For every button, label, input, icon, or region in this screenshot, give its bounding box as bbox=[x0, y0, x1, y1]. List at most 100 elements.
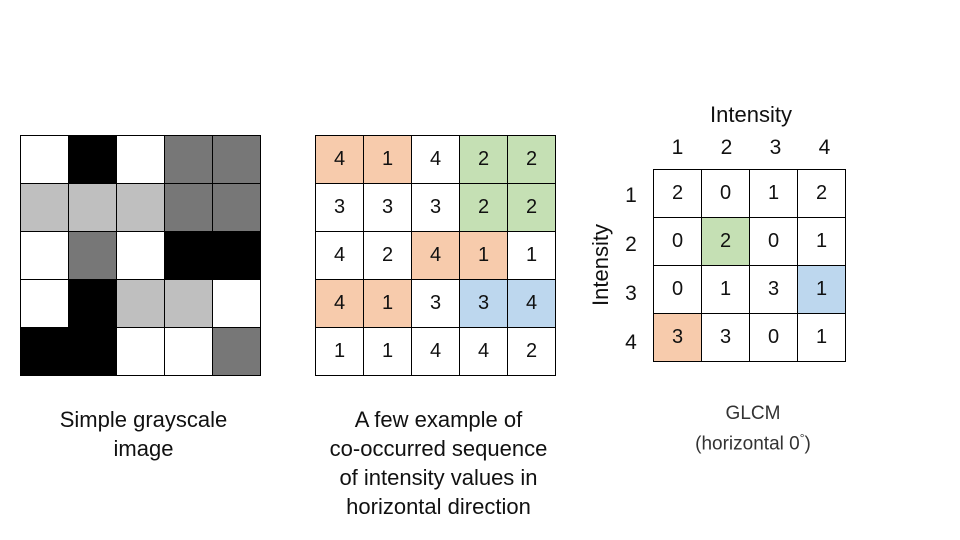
sequence-cell: 4 bbox=[459, 327, 508, 376]
image-pixel-cell bbox=[164, 183, 213, 232]
image-pixel-cell bbox=[212, 231, 261, 280]
image-pixel-cell bbox=[164, 135, 213, 184]
sequence-cell: 2 bbox=[363, 231, 412, 280]
caption-text: (horizontal 0 bbox=[695, 433, 800, 455]
glcm-row-label: 4 bbox=[625, 331, 637, 354]
image-pixel-cell bbox=[116, 327, 165, 376]
glcm-cell: 3 bbox=[749, 265, 798, 314]
sequence-cell: 3 bbox=[363, 183, 412, 232]
glcm-row-label: 1 bbox=[625, 184, 637, 207]
glcm-cell: 2 bbox=[701, 217, 750, 266]
caption-line: image bbox=[113, 436, 174, 461]
image-pixel-cell bbox=[68, 183, 117, 232]
caption-line: horizontal direction bbox=[346, 494, 531, 519]
glcm-cell: 2 bbox=[653, 169, 702, 218]
glcm-column-label: 3 bbox=[769, 136, 782, 159]
caption-line: GLCM bbox=[725, 403, 781, 424]
image-pixel-cell bbox=[116, 279, 165, 328]
grid-row bbox=[20, 231, 261, 280]
sequence-cell: 3 bbox=[315, 183, 364, 232]
image-pixel-cell bbox=[164, 279, 213, 328]
image-pixel-cell bbox=[212, 135, 261, 184]
glcm-cell: 0 bbox=[749, 217, 798, 266]
glcm-column-label: 4 bbox=[818, 136, 831, 159]
glcm-cell: 1 bbox=[701, 265, 750, 314]
image-pixel-cell bbox=[212, 279, 261, 328]
sequence-cell: 3 bbox=[411, 183, 460, 232]
glcm-cell: 0 bbox=[749, 313, 798, 362]
caption-text: ) bbox=[804, 433, 811, 455]
caption-line: (horizontal 0°) bbox=[653, 426, 853, 456]
sequence-cell: 1 bbox=[363, 327, 412, 376]
sequence-cell: 4 bbox=[315, 135, 364, 184]
sequence-cell: 1 bbox=[315, 327, 364, 376]
glcm-caption: GLCM (horizontal 0°) bbox=[653, 402, 853, 456]
sequence-cell: 2 bbox=[507, 183, 556, 232]
glcm-cell: 3 bbox=[701, 313, 750, 362]
image-pixel-cell bbox=[164, 327, 213, 376]
sequence-cell: 1 bbox=[459, 231, 508, 280]
image-pixel-cell bbox=[20, 327, 69, 376]
glcm-column-label: 1 bbox=[671, 136, 684, 159]
sequence-cell: 2 bbox=[459, 135, 508, 184]
image-pixel-cell bbox=[68, 279, 117, 328]
image-pixel-cell bbox=[20, 279, 69, 328]
glcm-cell: 3 bbox=[653, 313, 702, 362]
sequence-cell: 4 bbox=[507, 279, 556, 328]
image-pixel-cell bbox=[20, 183, 69, 232]
grid-row bbox=[20, 135, 261, 184]
sequence-cell: 3 bbox=[459, 279, 508, 328]
sequence-cell: 1 bbox=[507, 231, 556, 280]
glcm-cell: 1 bbox=[797, 313, 846, 362]
image-pixel-cell bbox=[68, 327, 117, 376]
sequence-cell: 2 bbox=[459, 183, 508, 232]
image-pixel-cell bbox=[20, 135, 69, 184]
sequence-cell: 4 bbox=[411, 231, 460, 280]
image-pixel-cell bbox=[68, 135, 117, 184]
caption-line: Simple grayscale bbox=[59, 407, 228, 432]
image-pixel-cell bbox=[116, 135, 165, 184]
image-pixel-cell bbox=[212, 183, 261, 232]
glcm-cell: 0 bbox=[653, 217, 702, 266]
glcm-cell: 0 bbox=[701, 169, 750, 218]
sequence-cell: 4 bbox=[315, 231, 364, 280]
glcm-cell: 1 bbox=[797, 265, 846, 314]
sequence-cell: 4 bbox=[411, 135, 460, 184]
glcm-row-label: 2 bbox=[625, 233, 637, 256]
caption-line: of intensity values in bbox=[339, 465, 538, 490]
sequence-cell: 1 bbox=[363, 135, 412, 184]
grayscale-image-caption: Simple grayscale image bbox=[20, 405, 267, 463]
glcm-row-axis-title: Intensity bbox=[588, 224, 613, 306]
image-pixel-cell bbox=[20, 231, 69, 280]
caption-line: A few example of bbox=[354, 407, 523, 432]
glcm-cell: 1 bbox=[749, 169, 798, 218]
grayscale-image-body bbox=[20, 135, 261, 376]
sequence-cell: 1 bbox=[363, 279, 412, 328]
grid-row bbox=[20, 279, 261, 328]
image-pixel-cell bbox=[116, 231, 165, 280]
grid-row bbox=[20, 327, 261, 376]
degree-symbol: ° bbox=[799, 431, 805, 445]
glcm-cell: 2 bbox=[797, 169, 846, 218]
grayscale-image-grid bbox=[20, 135, 261, 376]
sequence-cell: 2 bbox=[507, 327, 556, 376]
caption-line: co-occurred sequence bbox=[329, 436, 548, 461]
sequence-cell: 2 bbox=[507, 135, 556, 184]
image-pixel-cell bbox=[68, 231, 117, 280]
glcm-cell: 0 bbox=[653, 265, 702, 314]
image-pixel-cell bbox=[212, 327, 261, 376]
glcm-column-axis-title: Intensity bbox=[710, 102, 792, 127]
image-pixel-cell bbox=[116, 183, 165, 232]
